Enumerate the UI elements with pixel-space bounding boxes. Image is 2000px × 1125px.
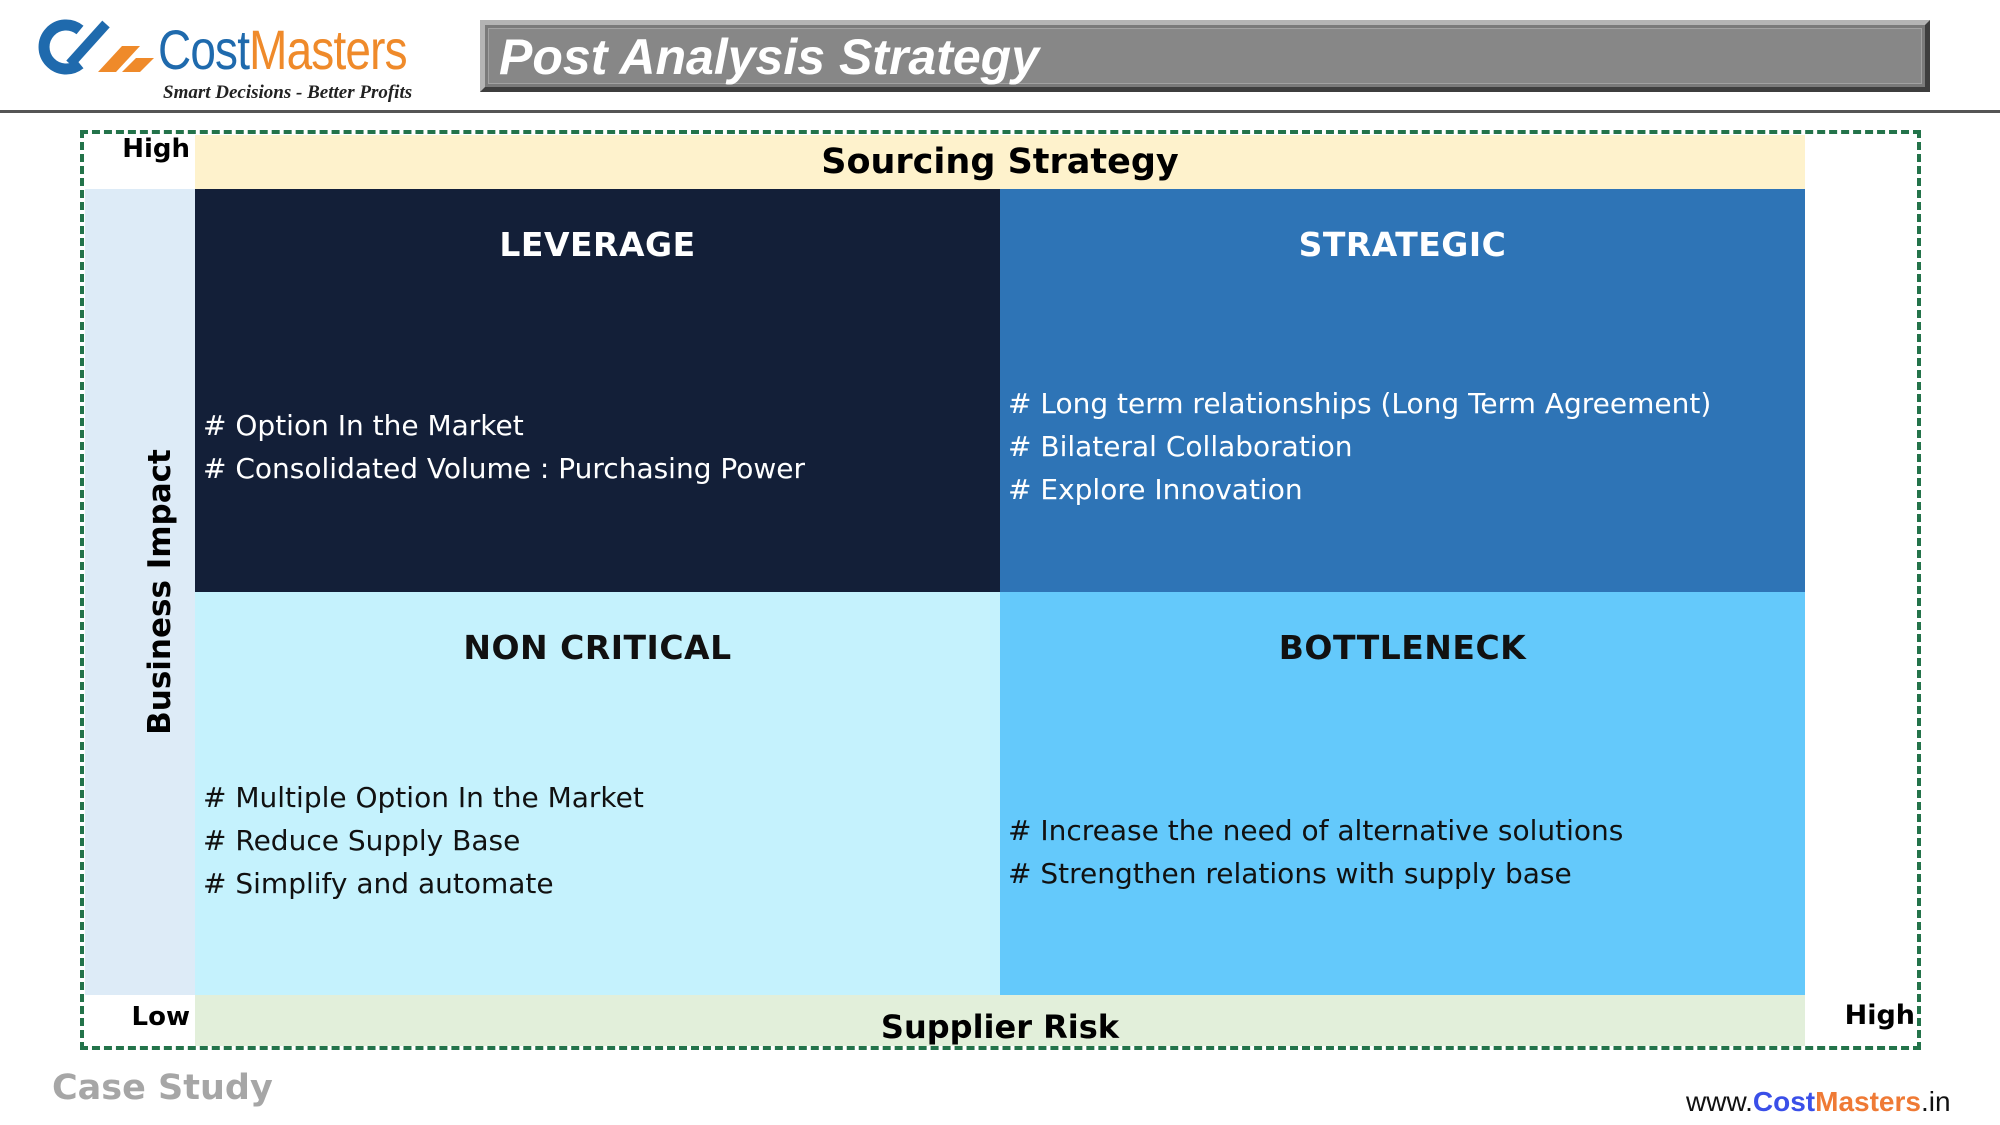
- quadrant-strategic: STRATEGIC Long term relationships (Long …: [1000, 189, 1805, 592]
- risk-high-label: High: [1844, 1000, 1915, 1031]
- quadrant-leverage: LEVERAGE Option In the Market Consolidat…: [195, 189, 1000, 592]
- quadrant-title: STRATEGIC: [1298, 225, 1507, 264]
- sourcing-strategy-title: Sourcing Strategy: [821, 142, 1179, 182]
- brand-logo-text: CostMasters: [158, 18, 408, 81]
- list-item: Increase the need of alternative solutio…: [1008, 809, 1623, 852]
- page-title-bar: Post Analysis Strategy: [480, 20, 1930, 92]
- quadrant-bottleneck: BOTTLENECK Increase the need of alternat…: [1000, 592, 1805, 995]
- website-part2: Masters: [1815, 1086, 1921, 1117]
- website-link[interactable]: www.CostMasters.in: [1686, 1086, 1951, 1118]
- list-item: Multiple Option In the Market: [203, 776, 643, 819]
- matrix-dashed-frame: [80, 130, 1921, 1050]
- quadrant-non-critical: NON CRITICAL Multiple Option In the Mark…: [195, 592, 1000, 995]
- quadrant-title: BOTTLENECK: [1278, 628, 1527, 667]
- list-item: Bilateral Collaboration: [1008, 425, 1711, 468]
- case-study-label: Case Study: [52, 1068, 273, 1108]
- website-part1: Cost: [1752, 1086, 1816, 1117]
- website-suffix: .in: [1920, 1086, 1951, 1117]
- supplier-risk-axis-label: Supplier Risk: [880, 1008, 1120, 1046]
- list-item: Long term relationships (Long Term Agree…: [1008, 382, 1711, 425]
- impact-high-label: High: [122, 134, 190, 164]
- costmasters-logo-icon: [36, 16, 154, 80]
- website-prefix: www.: [1686, 1086, 1753, 1117]
- quadrant-items: Increase the need of alternative solutio…: [1008, 809, 1623, 895]
- sourcing-strategy-band: [195, 135, 1805, 189]
- axis-low-label: Low: [131, 1002, 190, 1032]
- list-item: Strengthen relations with supply base: [1008, 852, 1623, 895]
- quadrant-items: Long term relationships (Long Term Agree…: [1008, 382, 1711, 511]
- quadrant-title: LEVERAGE: [499, 225, 696, 264]
- quadrant-title: NON CRITICAL: [463, 628, 732, 667]
- page-title: Post Analysis Strategy: [499, 29, 1040, 85]
- list-item: Simplify and automate: [203, 862, 644, 905]
- list-item: Reduce Supply Base: [203, 819, 644, 862]
- brand-tagline: Smart Decisions - Better Profits: [163, 82, 413, 103]
- quadrant-items: Option In the Market Consolidated Volume…: [203, 404, 805, 490]
- list-item: Explore Innovation: [1008, 468, 1711, 511]
- list-item: Option In the Market: [203, 404, 805, 447]
- brand-name-part2: Masters: [249, 18, 407, 81]
- business-impact-band: [85, 189, 195, 995]
- list-item: Consolidated Volume : Purchasing Power: [203, 447, 805, 490]
- supplier-risk-band: [195, 995, 1805, 1046]
- brand-name-part1: Cost: [158, 18, 250, 81]
- header-divider: [0, 110, 2000, 113]
- quadrant-items: Multiple Option In the Market Reduce Sup…: [203, 776, 644, 905]
